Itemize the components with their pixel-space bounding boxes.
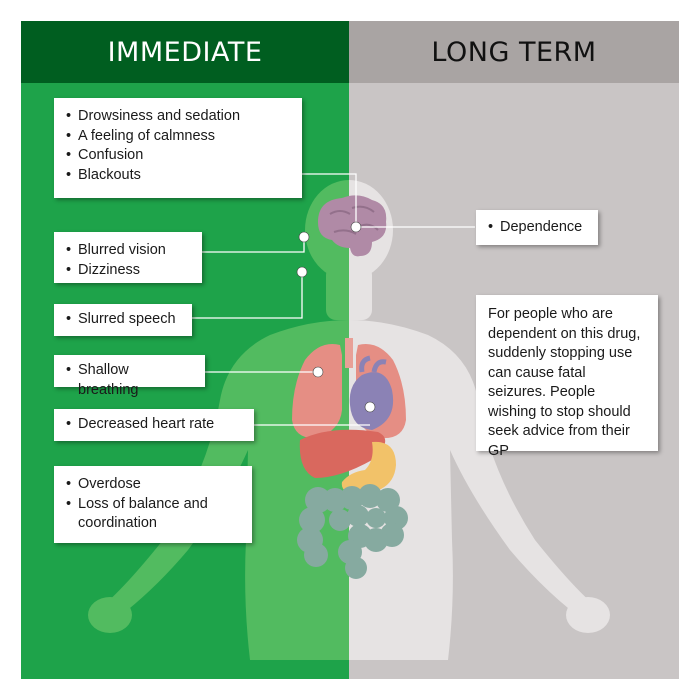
dot-heart [364,401,376,413]
effect-item: Confusion [66,146,290,166]
long-term-header: LONG TERM [349,21,679,83]
effect-item: Overdose [66,475,240,495]
effect-item: Shallow breathing [66,361,193,400]
effect-item: Blurred vision [66,241,190,261]
effect-item: Decreased heart rate [66,415,242,435]
effect-box-dependence: Dependence [476,210,598,245]
effect-item: Drowsiness and sedation [66,107,290,127]
effect-item: Dizziness [66,261,190,281]
trachea-icon [345,338,353,368]
effect-box-lungs: Shallow breathing [54,355,205,398]
liver-icon [299,429,386,478]
connector-dots [296,221,376,413]
connector-speech [192,274,303,319]
connector-eyes [202,238,305,253]
heart-icon [349,372,394,430]
effect-box-mind: Drowsiness and sedation A feeling of cal… [54,98,302,198]
effect-item: Blackouts [66,166,290,186]
dot-speech [296,266,308,278]
effect-item: Loss of balance and coordination [66,495,240,534]
brain-folds-icon [329,205,379,235]
warning-note: For people who are dependent on this dru… [476,295,658,459]
immediate-header: IMMEDIATE [21,21,349,83]
dot-lungs [312,366,324,378]
connector-mind [302,173,357,227]
stomach-icon [341,441,396,494]
effect-box-heart: Decreased heart rate [54,409,254,441]
dot-brain [350,221,362,233]
intestines-icon [297,484,408,579]
effect-item: Dependence [488,218,586,238]
effect-box-body: Overdose Loss of balance and coordinatio… [54,466,252,543]
dot-eyes [298,231,310,243]
effect-item: A feeling of calmness [66,127,290,147]
heart-vessels-icon [359,355,387,373]
effect-item: Slurred speech [66,310,180,330]
effect-box-eyes: Blurred vision Dizziness [54,232,202,283]
effect-box-speech: Slurred speech [54,304,192,336]
connector-lines [192,173,475,426]
